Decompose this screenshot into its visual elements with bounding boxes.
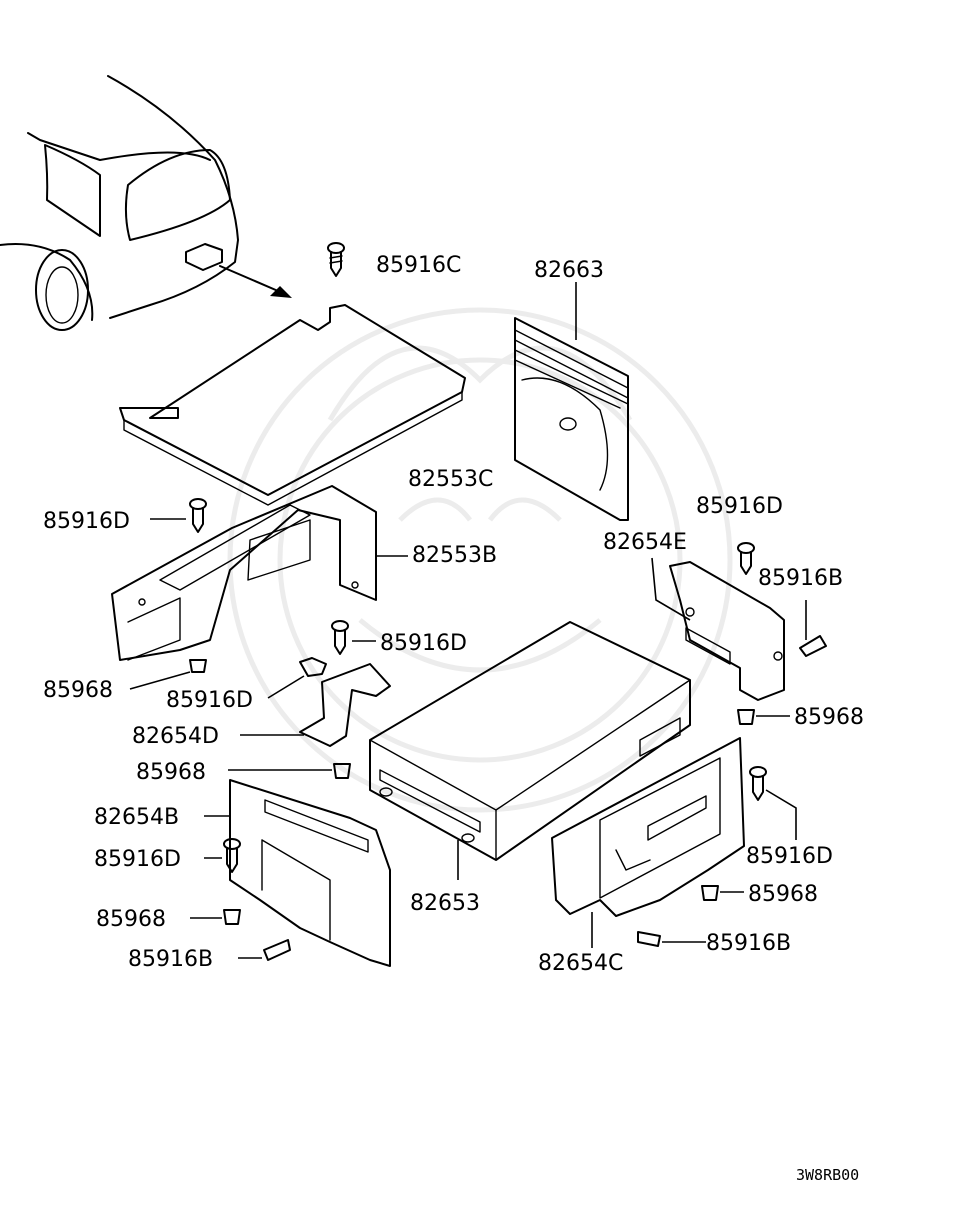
label-82663: 82663	[534, 258, 604, 283]
label-85916d-right-top: 85916D	[696, 494, 783, 519]
label-82553c: 82553C	[408, 467, 493, 492]
part-82663-disc-case	[514, 282, 629, 521]
vehicle-rear-illustration	[0, 75, 292, 331]
label-85916d-br: 85916D	[746, 844, 833, 869]
label-85916d-mid: 85916D	[380, 631, 467, 656]
label-85916b-bl: 85916B	[128, 947, 213, 972]
label-82553b: 82553B	[412, 543, 497, 568]
screw-85916d-bl	[204, 838, 241, 873]
clip-85968-mid	[228, 763, 351, 779]
clip-85968-right	[737, 709, 790, 725]
label-82654e: 82654E	[603, 530, 687, 555]
screw-85916d-mid2	[267, 657, 327, 699]
label-85968-bl: 85968	[96, 907, 166, 932]
part-82654e-bracket	[651, 557, 785, 701]
label-82654d: 82654D	[132, 724, 219, 749]
part-82654d-bracket	[240, 663, 391, 747]
label-85916d-mid2: 85916D	[166, 688, 253, 713]
watermark-emblem	[227, 307, 733, 813]
label-85916b-br: 85916B	[706, 931, 791, 956]
screw-85916d-br	[749, 766, 797, 840]
screw-85916d-left	[150, 498, 207, 533]
screw-85916c-top	[327, 242, 345, 277]
label-85968-right: 85968	[794, 705, 864, 730]
label-85968-br: 85968	[748, 882, 818, 907]
label-85916b-right: 85916B	[758, 566, 843, 591]
screw-85916d-right-top	[737, 542, 755, 575]
drawing-code: 3W8RB00	[796, 1166, 859, 1184]
label-85916d-bl: 85916D	[94, 847, 181, 872]
part-82553c-board	[119, 304, 466, 506]
label-85968-mid: 85968	[136, 760, 206, 785]
label-82654b: 82654B	[94, 805, 179, 830]
label-85916d-left: 85916D	[43, 509, 130, 534]
label-85968-left: 85968	[43, 678, 113, 703]
part-82653-player	[369, 621, 691, 880]
clip-85968-br	[701, 885, 744, 901]
part-82654b-bracket	[204, 779, 391, 967]
label-85916c-top: 85916C	[376, 253, 461, 278]
screw-85916b-right	[799, 600, 827, 657]
screw-85916d-mid	[331, 620, 376, 655]
part-82553b-bracket	[111, 485, 408, 661]
clip-85968-bl	[190, 909, 241, 925]
part-82654c-bracket	[551, 737, 745, 948]
label-82653: 82653	[410, 891, 480, 916]
label-82654c: 82654C	[538, 951, 623, 976]
clip-85968-left	[129, 659, 207, 690]
screw-85916b-br	[637, 931, 706, 947]
screw-85916b-bl	[238, 939, 291, 961]
